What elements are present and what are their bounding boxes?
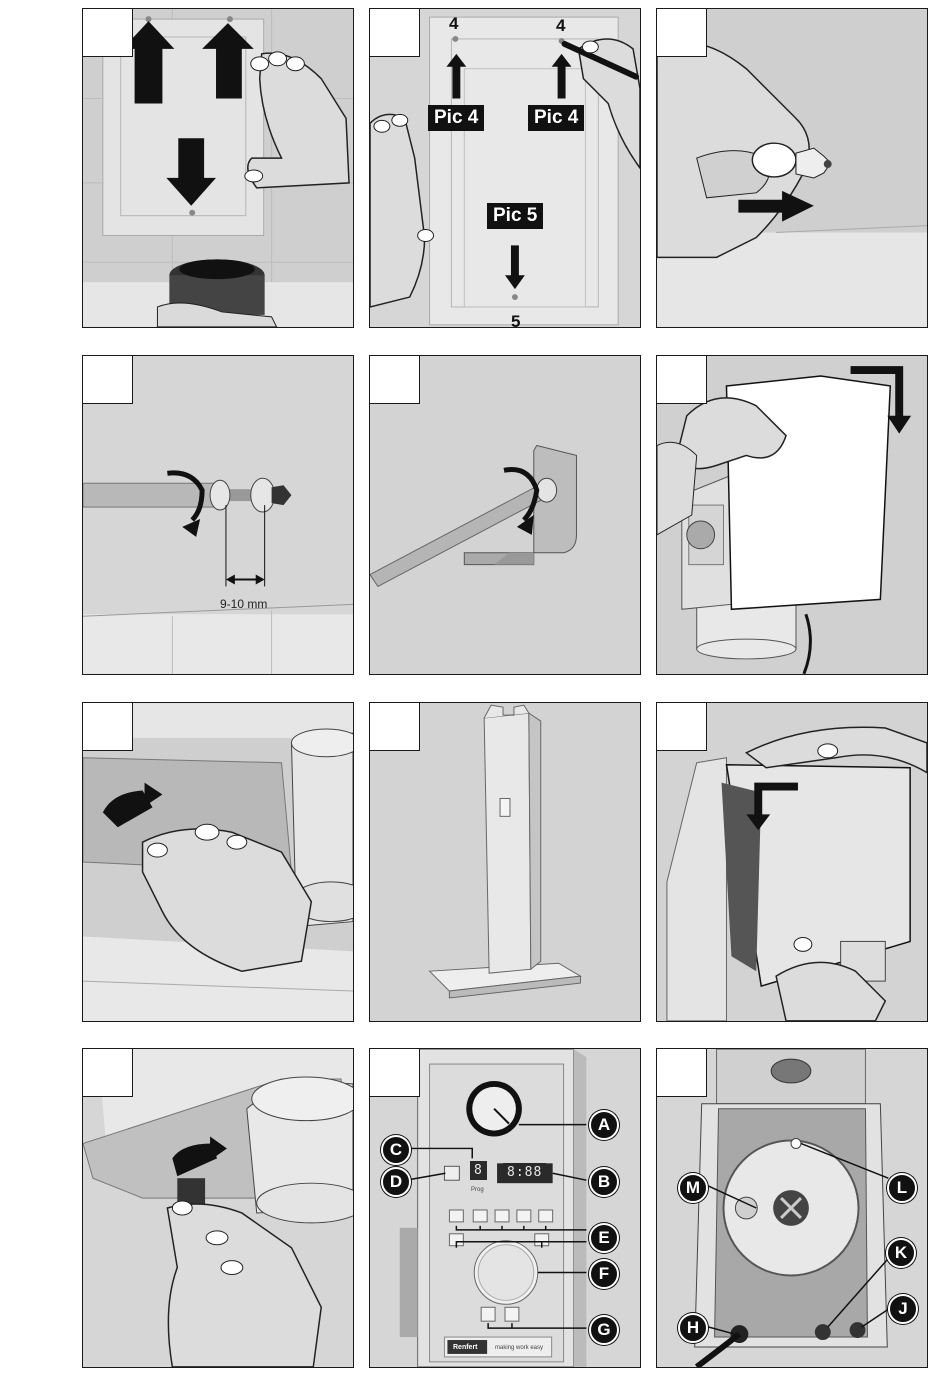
step-number-box — [657, 1049, 707, 1097]
callout-d: D — [381, 1167, 411, 1197]
callout-g: G — [589, 1315, 619, 1345]
brand-slogan: making work easy — [495, 1345, 543, 1351]
drill-mark-number-4-left: 4 — [449, 15, 458, 32]
pic4-label-right: Pic 4 — [528, 105, 584, 131]
step-number-box — [657, 703, 707, 751]
panel-11-control-panel: 8 8:88 Prog Renfert making work easy A B… — [369, 1048, 641, 1368]
step-number-box — [83, 9, 133, 57]
step-number-box — [83, 1049, 133, 1097]
single-digit-display: 8 — [470, 1161, 487, 1180]
callout-k: K — [886, 1238, 916, 1268]
callout-c: C — [381, 1135, 411, 1165]
pic5-label: Pic 5 — [487, 203, 543, 229]
step-number-box — [370, 356, 420, 404]
callout-a: A — [589, 1110, 619, 1140]
callout-f: F — [589, 1259, 619, 1289]
panel-3-insert-dowel — [656, 8, 928, 328]
prog-caption: Prog — [471, 1187, 484, 1193]
step-number-box — [370, 9, 420, 57]
panel-6-hang-unit — [656, 355, 928, 675]
step-number-box — [657, 9, 707, 57]
triple-digit-display: 8:88 — [503, 1163, 546, 1182]
panel-2-drill-marks: 4 4 5 Pic 4 Pic 4 Pic 5 — [369, 8, 641, 328]
pic4-label-left: Pic 4 — [428, 105, 484, 131]
step-number-box — [657, 356, 707, 404]
callout-m: M — [678, 1173, 708, 1203]
panel-4-screw-distance: 9-10 mm — [82, 355, 354, 675]
panel-5-mount-bracket — [369, 355, 641, 675]
panel-8-floor-stand — [369, 702, 641, 1022]
callout-j: J — [888, 1294, 918, 1324]
step-number-box — [83, 703, 133, 751]
panel-9-place-on-stand — [656, 702, 928, 1022]
panel-12-rear-view: H J K L M — [656, 1048, 928, 1368]
callout-h: H — [678, 1313, 708, 1343]
panel-10-tighten-knob — [82, 1048, 354, 1368]
drill-mark-number-5: 5 — [511, 313, 520, 328]
drill-mark-number-4-right: 4 — [556, 17, 565, 34]
distance-dimension-label: 9-10 mm — [220, 598, 267, 610]
callout-l: L — [887, 1173, 917, 1203]
panel-1-template-marking — [82, 8, 354, 328]
callout-b: B — [589, 1167, 619, 1197]
step-number-box — [370, 703, 420, 751]
brand-logo-text: Renfert — [453, 1344, 478, 1351]
step-number-box — [370, 1049, 420, 1097]
callout-e: E — [589, 1223, 619, 1253]
step-number-box — [83, 356, 133, 404]
panel-7-tighten-screw — [82, 702, 354, 1022]
